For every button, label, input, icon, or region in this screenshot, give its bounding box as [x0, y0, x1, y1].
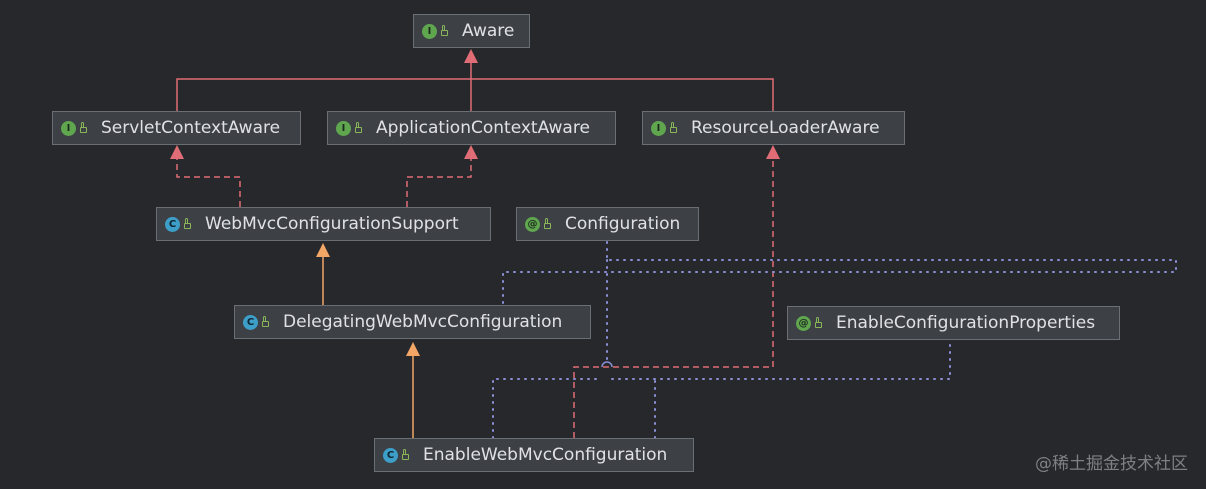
class-icon: C [243, 314, 258, 330]
node-label: EnableConfigurationProperties [836, 313, 1096, 333]
interface-icon: I [422, 23, 437, 39]
annotation-icon: @ [796, 315, 811, 331]
delegating-arrowhead [406, 342, 420, 356]
extends-lines [322, 256, 414, 438]
public-lock-icon [441, 25, 448, 36]
node-label: DelegatingWebMvcConfiguration [283, 312, 563, 332]
node-enable-web-mvc-configuration[interactable]: C EnableWebMvcConfiguration [374, 438, 694, 472]
node-aware[interactable]: I Aware [413, 14, 530, 48]
resource-loader-aware-arrowhead [766, 145, 780, 159]
annotation-lines [492, 241, 1177, 439]
node-configuration[interactable]: @ Configuration [516, 207, 699, 241]
interface-icon: I [336, 120, 351, 136]
aware-arrowhead [464, 49, 478, 63]
node-label: Configuration [565, 214, 681, 234]
implements-lines [176, 158, 774, 438]
watermark: @稀土掘金技术社区 [1035, 454, 1188, 474]
node-resource-loader-aware[interactable]: I ResourceLoaderAware [642, 111, 905, 145]
public-lock-icon [544, 218, 551, 229]
public-lock-icon [184, 218, 191, 229]
node-label: EnableWebMvcConfiguration [423, 445, 668, 465]
class-icon: C [383, 447, 398, 463]
node-label: ServletContextAware [101, 118, 281, 138]
interface-icon: I [61, 120, 76, 136]
aware-inheritance-lines [176, 62, 774, 111]
annotation-icon: @ [525, 216, 540, 232]
node-enable-configuration-properties[interactable]: @ EnableConfigurationProperties [787, 306, 1120, 340]
public-lock-icon [670, 122, 677, 133]
node-delegating-web-mvc-configuration[interactable]: C DelegatingWebMvcConfiguration [234, 305, 591, 339]
node-web-mvc-configuration-support[interactable]: C WebMvcConfigurationSupport [156, 207, 491, 241]
node-label: ApplicationContextAware [376, 118, 590, 138]
node-servlet-context-aware[interactable]: I ServletContextAware [52, 111, 301, 145]
servlet-context-aware-arrowhead [170, 145, 184, 159]
public-lock-icon [355, 122, 362, 133]
interface-icon: I [651, 120, 666, 136]
class-icon: C [165, 216, 180, 232]
public-lock-icon [80, 122, 87, 133]
node-label: ResourceLoaderAware [691, 118, 880, 138]
application-context-aware-arrowhead [464, 145, 478, 159]
node-label: Aware [462, 21, 515, 41]
crossing-hop [601, 361, 613, 368]
web-mvc-support-arrowhead [316, 243, 330, 257]
public-lock-icon [402, 449, 409, 460]
public-lock-icon [262, 316, 269, 327]
node-application-context-aware[interactable]: I ApplicationContextAware [327, 111, 616, 145]
public-lock-icon [815, 317, 822, 328]
node-label: WebMvcConfigurationSupport [205, 214, 459, 234]
